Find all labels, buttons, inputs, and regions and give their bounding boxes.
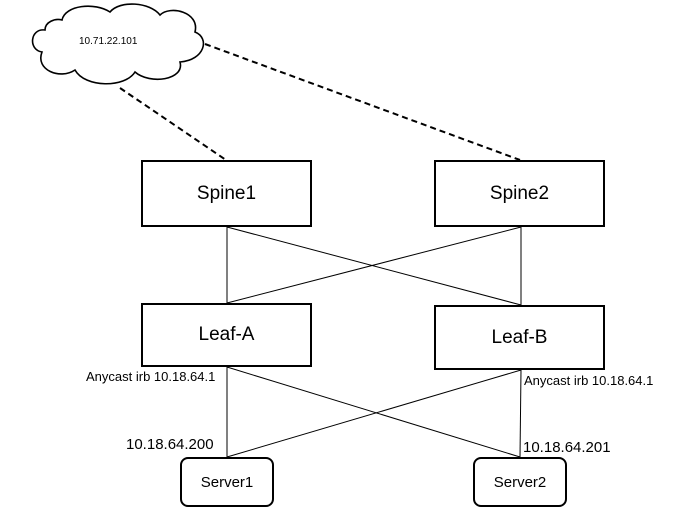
spine1-node[interactable]: Spine1 <box>141 160 312 227</box>
server1-ip-label: 10.18.64.200 <box>126 436 214 453</box>
leaf-a-node[interactable]: Leaf-A <box>141 303 312 367</box>
leaf-a-label: Leaf-A <box>198 324 255 345</box>
leaf-a-to-server2-link <box>226 366 521 458</box>
leaf-b-label: Leaf-B <box>491 326 548 348</box>
spine2-to-leaf-a-link <box>226 226 522 304</box>
server1-label: Server1 <box>200 473 254 491</box>
cloud-to-spine2-link <box>204 43 521 161</box>
leaf-b-to-server2-link <box>519 369 522 458</box>
spine1-to-leaf-b-link <box>226 226 522 306</box>
server1-node[interactable]: Server1 <box>180 457 274 507</box>
leaf-b-irb-label: Anycast irb 10.18.64.1 <box>524 373 654 388</box>
leaf-b-node[interactable]: Leaf-B <box>434 305 605 370</box>
spine2-node[interactable]: Spine2 <box>434 160 605 227</box>
spine2-label: Spine2 <box>489 182 550 204</box>
server2-node[interactable]: Server2 <box>473 457 567 507</box>
leaf-b-to-server1-link <box>226 369 522 458</box>
server2-label: Server2 <box>493 473 547 491</box>
cloud-shape <box>31 3 205 85</box>
cloud-label: 10.71.22.101 <box>79 36 138 47</box>
cloud-to-spine1-link <box>119 87 227 161</box>
server2-ip-label: 10.18.64.201 <box>523 439 611 456</box>
spine1-label: Spine1 <box>196 182 257 204</box>
leaf-a-irb-label: Anycast irb 10.18.64.1 <box>86 369 216 384</box>
